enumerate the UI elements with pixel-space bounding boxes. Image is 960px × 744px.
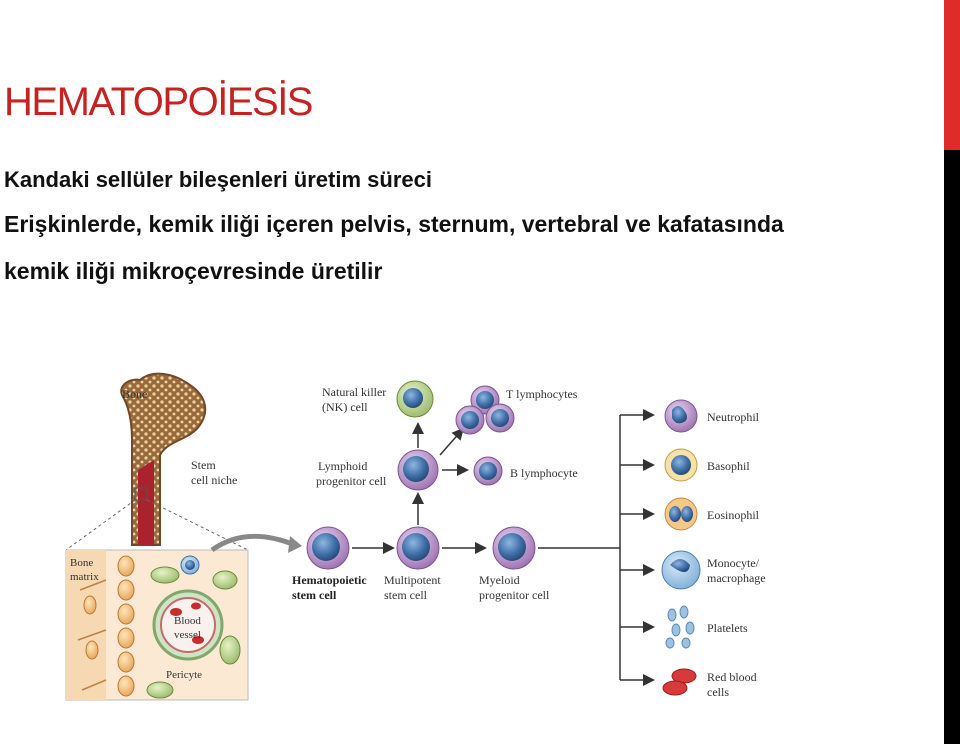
- right-edge-accent: [944, 0, 960, 150]
- label-bone-matrix-2: matrix: [70, 571, 99, 583]
- label-pericyte: Pericyte: [166, 669, 202, 681]
- arrow-lymphoid-to-t: [439, 427, 464, 456]
- label-blood-vessel-2: vessel: [174, 629, 201, 641]
- platelets-cells: [665, 605, 695, 649]
- slide-title: HEMATOPOİESİS: [4, 80, 313, 124]
- hsc-cell: [306, 526, 350, 570]
- label-lymphoid-1: Lymphoid: [318, 459, 367, 473]
- label-stem-niche-2: cell niche: [191, 473, 237, 487]
- zoom-line-left: [65, 499, 136, 551]
- myeloid-bracket: [538, 415, 621, 680]
- label-t-lymphocytes: T lymphocytes: [506, 387, 578, 401]
- rbc-cells: [662, 668, 697, 696]
- label-lymphoid-2: progenitor cell: [316, 474, 387, 488]
- label-nk-2: (NK) cell: [322, 400, 368, 414]
- label-neutrophil: Neutrophil: [707, 410, 760, 424]
- label-myeloid-2: progenitor cell: [479, 588, 550, 602]
- zoom-line-right: [146, 499, 249, 551]
- label-hsc-2: stem cell: [292, 588, 337, 602]
- label-bone-matrix-1: Bone: [70, 557, 93, 569]
- label-rbc-1: Red blood: [707, 670, 757, 684]
- label-blood-vessel-1: Blood: [174, 615, 201, 627]
- label-multipotent-1: Multipotent: [384, 573, 441, 587]
- multipotent-cell: [396, 526, 440, 570]
- t-lymphocytes: [455, 385, 515, 435]
- label-platelets: Platelets: [707, 621, 748, 635]
- myeloid-cell: [492, 526, 536, 570]
- basophil-cell: [664, 448, 698, 482]
- label-multipotent-2: stem cell: [384, 588, 428, 602]
- label-bone: Bone: [122, 387, 147, 401]
- nk-cell: [396, 380, 434, 418]
- niche-panel: [65, 549, 249, 701]
- label-nk-1: Natural killer: [322, 385, 386, 399]
- zoom-curve-arrowhead: [288, 536, 302, 553]
- label-b-lymphocyte: B lymphocyte: [510, 466, 578, 480]
- label-hsc-1: Hematopoietic: [292, 573, 367, 587]
- label-monocyte-2: macrophage: [707, 571, 766, 585]
- eosinophil-cell: [664, 497, 698, 531]
- bullet-line-1: Kandaki sellüler bileşenleri üretim süre…: [4, 167, 432, 192]
- label-rbc-2: cells: [707, 685, 729, 699]
- label-eosinophil: Eosinophil: [707, 508, 760, 522]
- bullet-line-3: kemik iliği mikroçevresinde üretilir: [4, 258, 383, 284]
- bullet-line-2: Erişkinlerde, kemik iliği içeren pelvis,…: [4, 211, 784, 237]
- neutrophil-cell: [664, 399, 698, 433]
- label-myeloid-1: Myeloid: [479, 573, 520, 587]
- label-stem-niche-1: Stem: [191, 458, 216, 472]
- label-basophil: Basophil: [707, 459, 750, 473]
- b-lymphocyte: [473, 456, 503, 486]
- label-monocyte-1: Monocyte/: [707, 556, 760, 570]
- bone-illustration: [120, 372, 207, 546]
- zoom-curve-arrow: [210, 533, 296, 553]
- monocyte-cell: [661, 550, 701, 590]
- right-edge-bar: [944, 0, 960, 744]
- lymphoid-cell: [397, 449, 439, 491]
